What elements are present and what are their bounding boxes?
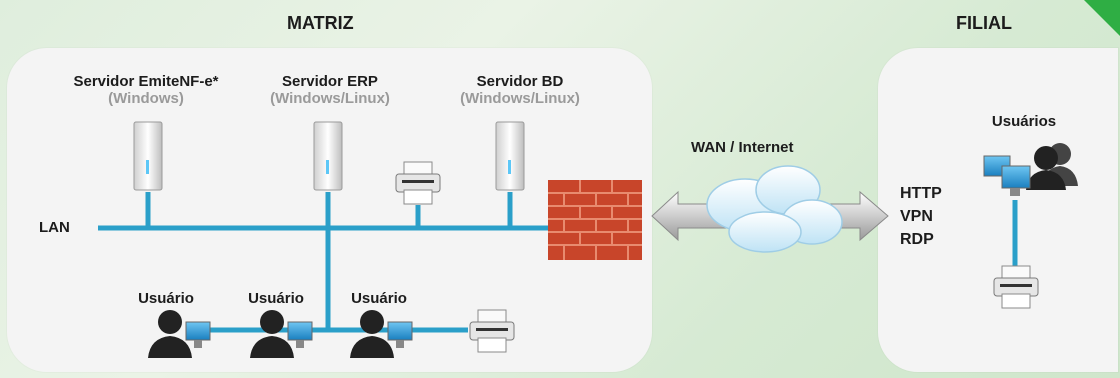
server-os: (Windows/Linux) <box>460 90 580 107</box>
corner-accent <box>1084 0 1120 36</box>
server-name: Servidor BD <box>476 73 564 90</box>
protocol-http: HTTP <box>900 185 942 202</box>
server-name: Servidor ERP <box>282 73 378 90</box>
cloud-icon <box>706 165 843 253</box>
user-label: Usuário <box>248 290 304 307</box>
filial-title: FILIAL <box>956 13 1012 33</box>
protocol-list: HTTP VPN RDP <box>900 182 942 251</box>
user-workstation-icon <box>250 310 313 358</box>
server-name: Servidor EmiteNF-e* <box>73 73 219 90</box>
server-erp-label: Servidor ERP (Windows/Linux) <box>270 73 390 107</box>
printer-icon <box>993 265 1039 309</box>
server-os: (Windows) <box>108 90 184 107</box>
network-links <box>98 192 1018 333</box>
printer-icon <box>469 309 515 353</box>
filial-users-label: Usuários <box>991 113 1057 130</box>
server-emitenfe-label: Servidor EmiteNF-e* (Windows) <box>73 73 218 107</box>
lan-label: LAN <box>39 219 70 236</box>
user-label: Usuário <box>138 290 194 307</box>
wan-label: WAN / Internet <box>691 139 794 156</box>
server-bd-icon <box>495 121 525 191</box>
user-label: Usuário <box>351 290 407 307</box>
printer-icon <box>395 161 441 205</box>
user-workstation-icon <box>148 310 211 358</box>
filial-panel <box>878 48 1118 372</box>
users-group-icon <box>983 143 1078 196</box>
server-emitenfe-icon <box>133 121 163 191</box>
server-os: (Windows/Linux) <box>270 90 390 107</box>
user-workstation-icon <box>350 310 413 358</box>
server-erp-icon <box>313 121 343 191</box>
matriz-title: MATRIZ <box>287 13 354 33</box>
protocol-vpn: VPN <box>900 208 933 225</box>
server-bd-label: Servidor BD (Windows/Linux) <box>460 73 580 107</box>
firewall-icon <box>548 180 642 260</box>
protocol-rdp: RDP <box>900 231 934 248</box>
